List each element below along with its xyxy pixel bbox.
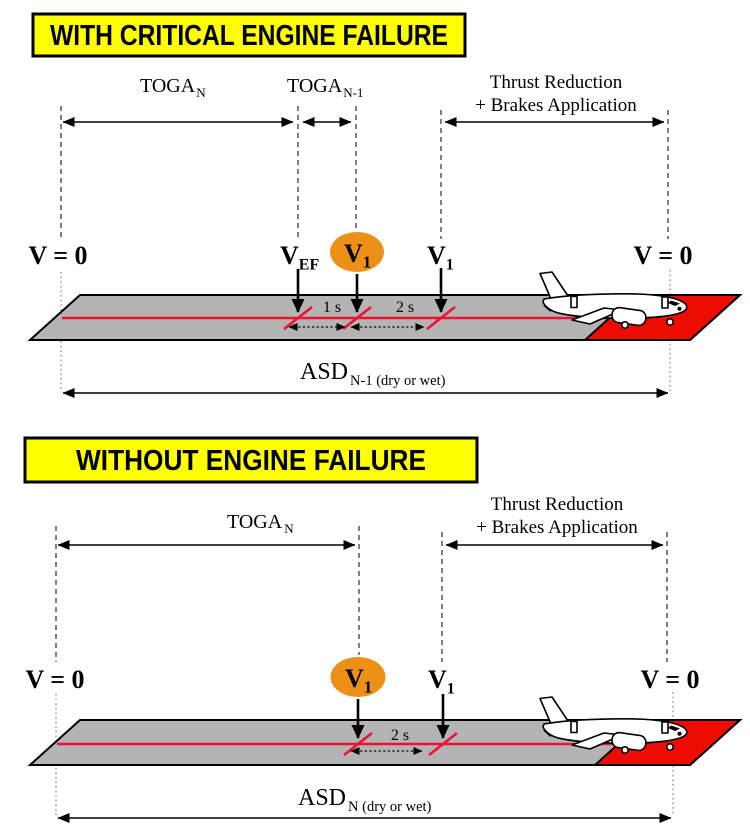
v0-left-label: V = 0	[25, 665, 84, 694]
v0-right-label: V = 0	[640, 665, 699, 694]
v1-balloon-tick	[342, 305, 372, 331]
v0-left-label: V = 0	[28, 241, 87, 270]
v1-tick	[426, 305, 456, 331]
time-1s-label: 1 s	[323, 299, 341, 316]
thrust-reduction-label-line1: Thrust Reduction	[491, 494, 624, 515]
v1-label: V1	[428, 665, 455, 698]
diagram-with-engine-failure: WITH CRITICAL ENGINE FAILURE TOGAN TOGAN…	[27, 12, 743, 398]
v1-balloon-label: V1	[344, 239, 371, 272]
time-2s-label: 2 s	[396, 299, 414, 316]
v1-balloon	[330, 232, 384, 272]
time-2s-label: 2 s	[391, 727, 409, 744]
v0-right-label: V = 0	[633, 241, 692, 270]
thrust-reduction-label-line2: + Brakes Application	[476, 517, 638, 538]
toga-n-1-label: TOGAN-1	[287, 75, 363, 100]
v1-balloon-tick	[343, 731, 373, 757]
thrust-reduction-label-line2: + Brakes Application	[475, 95, 637, 116]
v1-label: V1	[427, 241, 454, 274]
toga-n-label: TOGAN	[140, 75, 206, 100]
title-banner	[31, 12, 467, 58]
title-banner	[23, 436, 479, 484]
banner-title: WITH CRITICAL ENGINE FAILURE	[50, 20, 448, 52]
banner-title: WITHOUT ENGINE FAILURE	[76, 445, 426, 477]
stopway-red-zone	[592, 719, 743, 766]
v1-tick	[428, 731, 458, 757]
v1-balloon-label: V1	[345, 664, 372, 697]
v1-balloon	[330, 657, 386, 697]
thrust-reduction-label-line1: Thrust Reduction	[490, 72, 623, 93]
vef-label: VEF	[280, 241, 319, 274]
